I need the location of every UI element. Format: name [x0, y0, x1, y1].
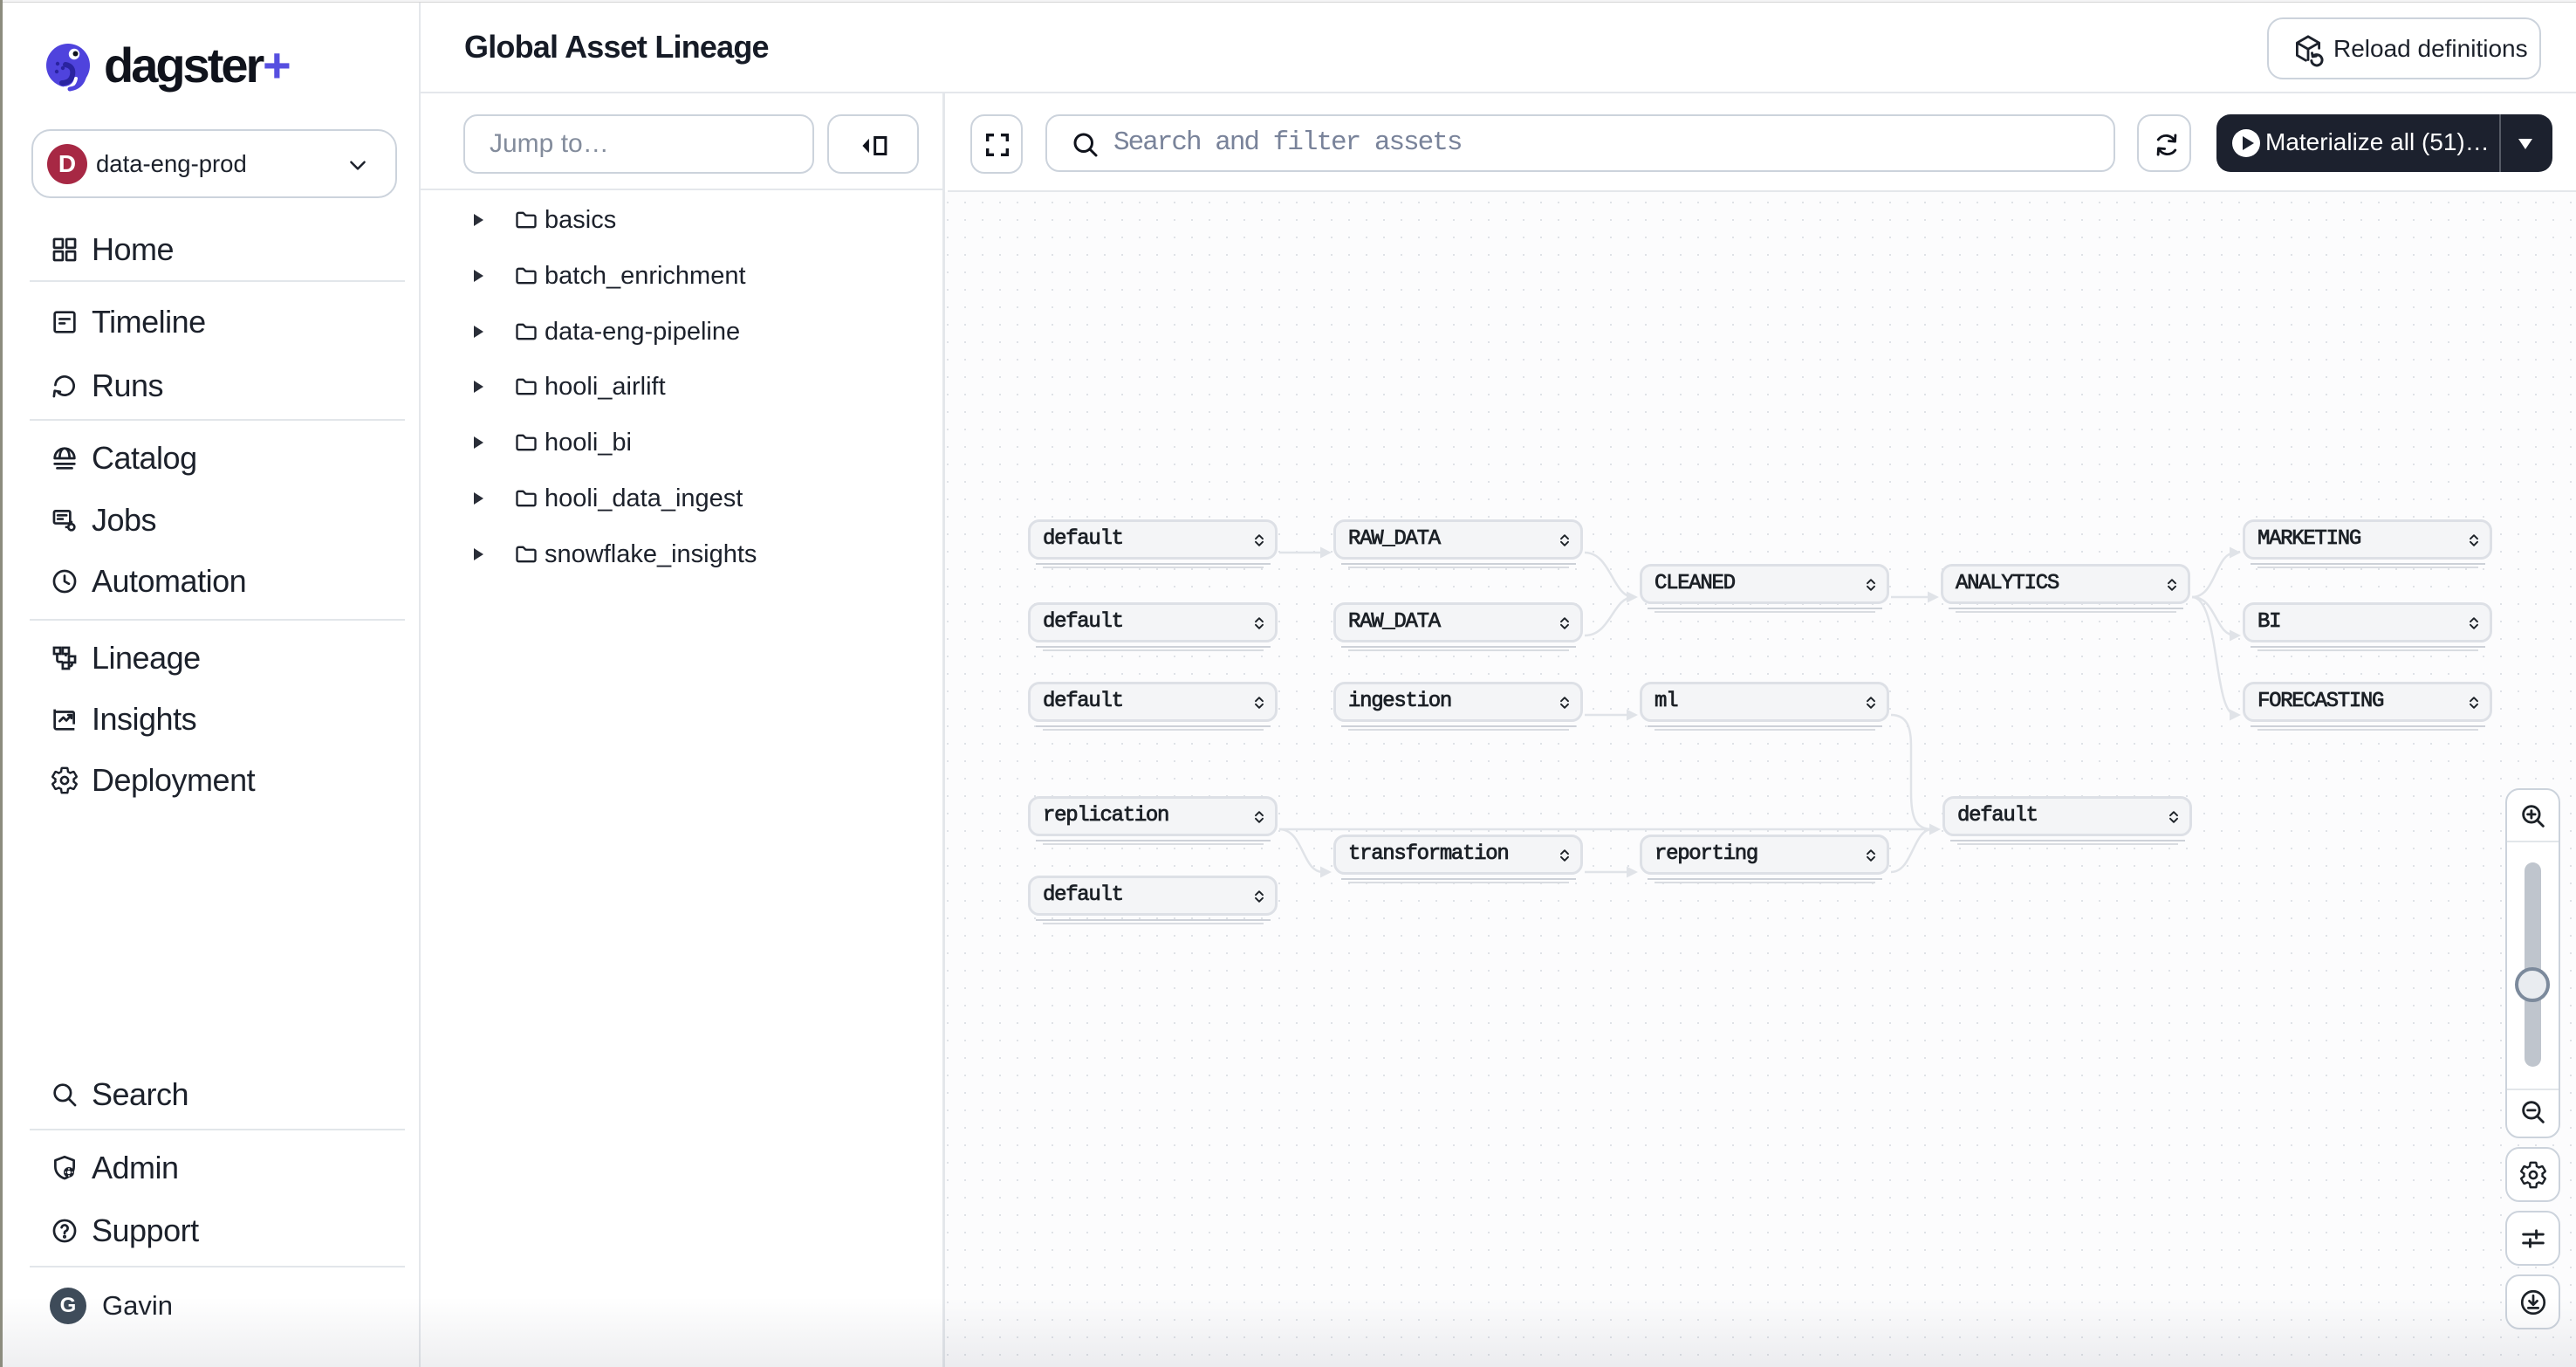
svg-text:dagster: dagster — [104, 40, 264, 93]
svg-text:+: + — [263, 40, 291, 93]
